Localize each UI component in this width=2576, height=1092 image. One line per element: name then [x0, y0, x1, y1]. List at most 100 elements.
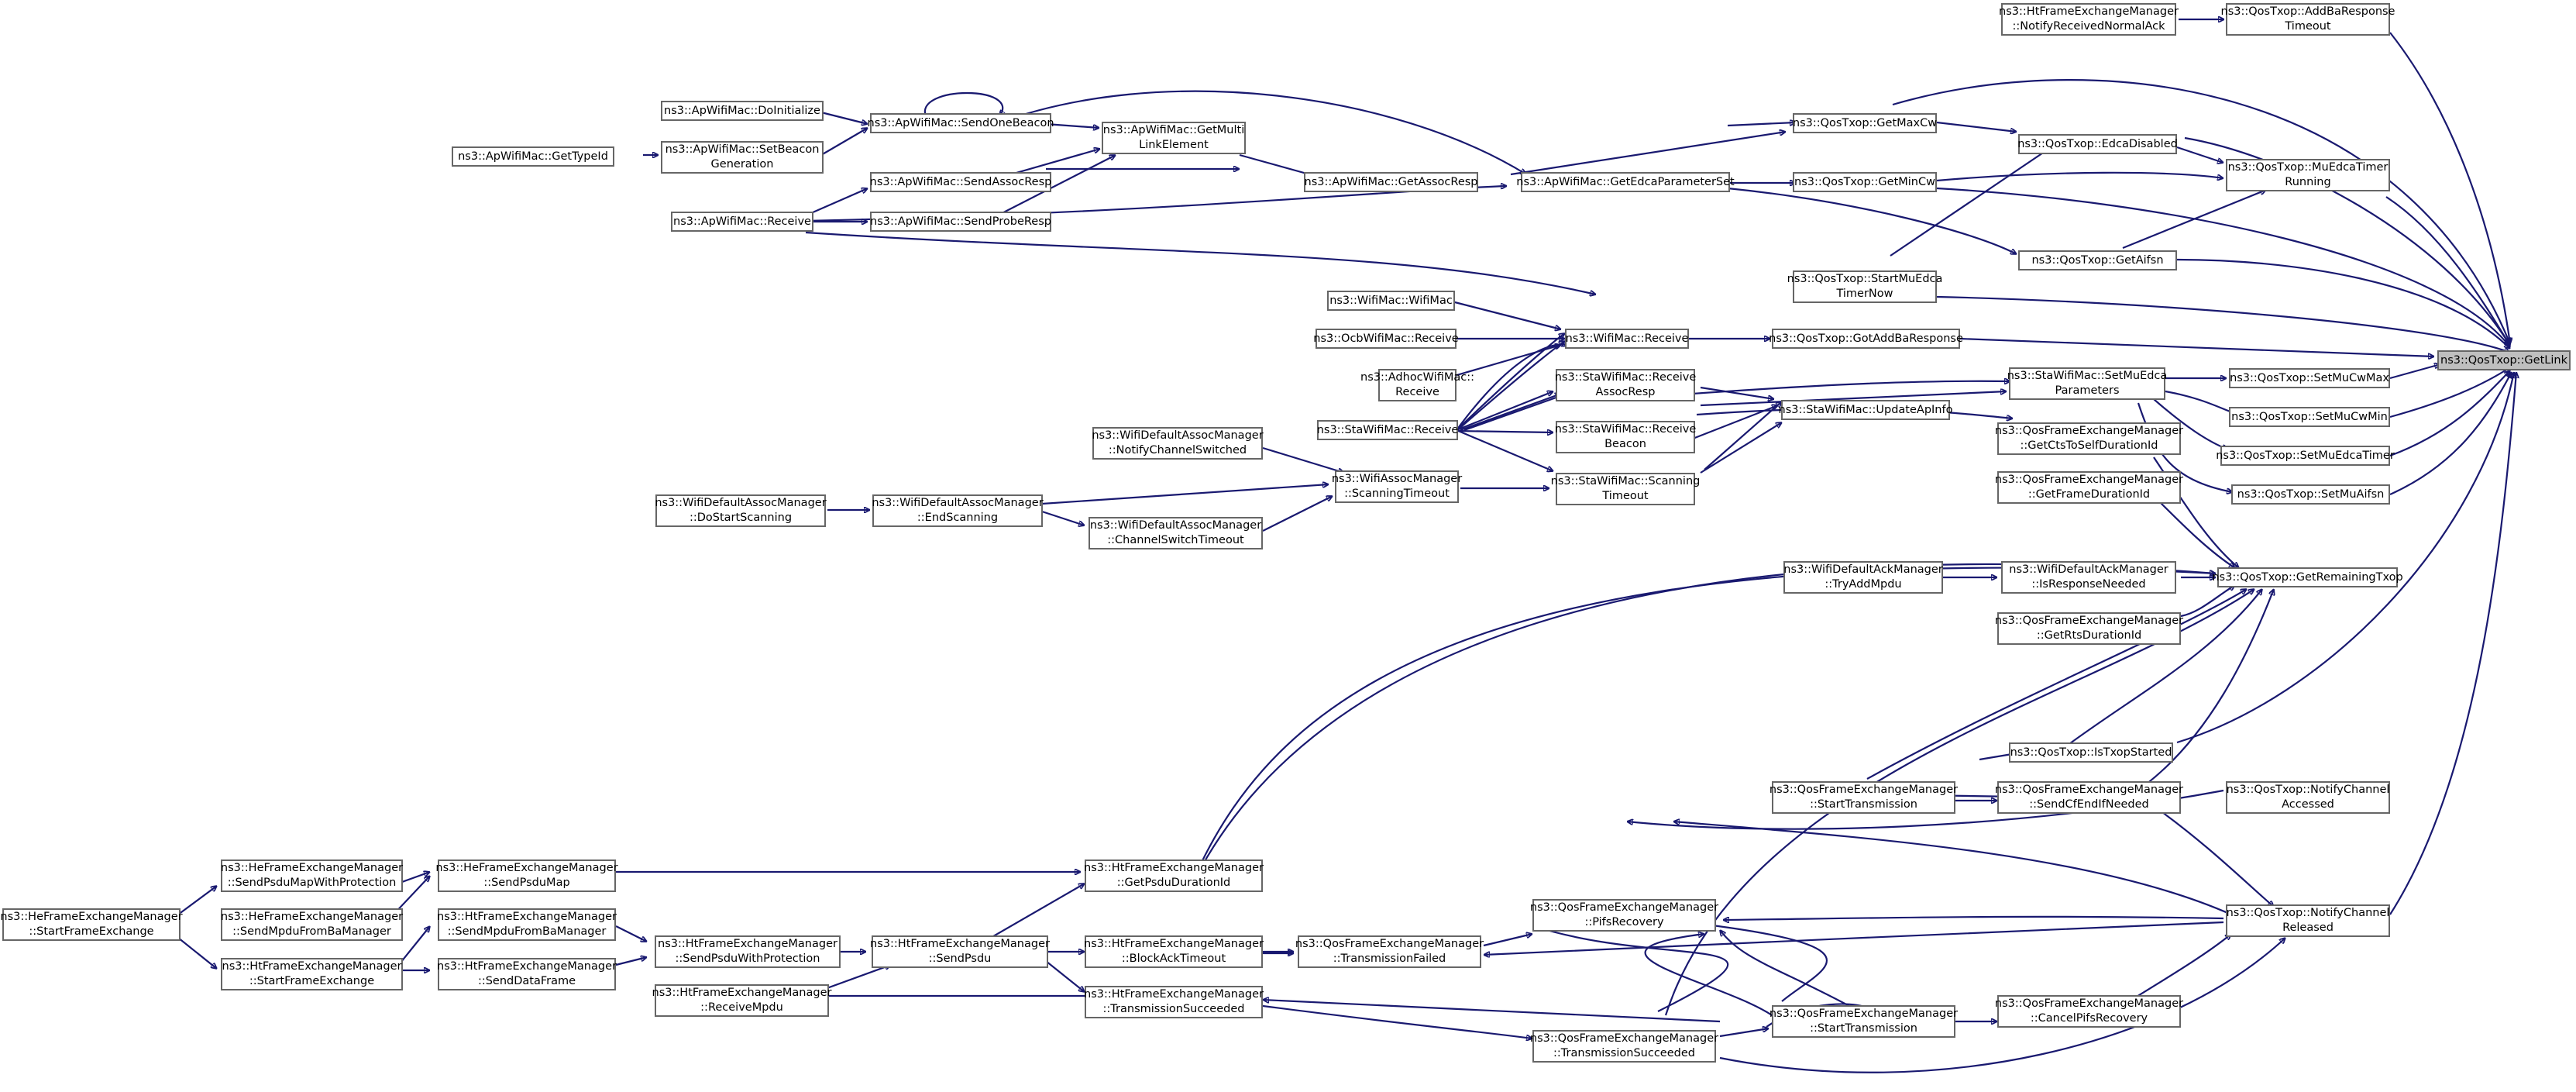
- node-ap-send-assoc-resp[interactable]: ns3::ApWifiMac::SendAssocResp: [870, 172, 1051, 192]
- node-ap-set-beacon-generation[interactable]: ns3::ApWifiMac::SetBeacon Generation: [661, 141, 824, 174]
- node-ap-receive[interactable]: ns3::ApWifiMac::Receive: [671, 212, 813, 232]
- node-qos-transmission-succeeded[interactable]: ns3::QosFrameExchangeManager ::Transmiss…: [1530, 1030, 1718, 1063]
- node-got-add-ba-response[interactable]: ns3::QosTxop::GotAddBaResponse: [1769, 329, 1963, 349]
- node-do-start-scanning[interactable]: ns3::WifiDefaultAssocManager ::DoStartSc…: [655, 494, 827, 527]
- edge: [2176, 372, 2514, 744]
- node-ocb-receive[interactable]: ns3::OcbWifiMac::Receive: [1313, 329, 1459, 349]
- node-ht-receive-mpdu[interactable]: ns3::HtFrameExchangeManager ::ReceiveMpd…: [652, 984, 831, 1017]
- node-get-link[interactable]: ns3::QosTxop::GetLink: [2437, 350, 2571, 370]
- node-channel-switch-timeout[interactable]: ns3::WifiDefaultAssocManager ::ChannelSw…: [1089, 517, 1263, 549]
- edge: [1463, 395, 1563, 432]
- edges-sta-mac: [1456, 333, 2007, 471]
- edge: [2389, 370, 2510, 457]
- edge: [805, 231, 1596, 295]
- node-get-aifsn[interactable]: ns3::QosTxop::GetAifsn: [2018, 250, 2177, 270]
- node-ht-send-mpdu-from-ba-manager[interactable]: ns3::HtFrameExchangeManager ::SendMpduFr…: [437, 908, 617, 941]
- edge: [1045, 122, 1099, 128]
- node-get-rts-duration-id[interactable]: ns3::QosFrameExchangeManager ::GetRtsDur…: [1995, 612, 2183, 645]
- edge: [1534, 926, 1729, 1012]
- node-get-min-cw[interactable]: ns3::QosTxop::GetMinCw: [1793, 172, 1937, 192]
- node-ap-do-initialize[interactable]: ns3::ApWifiMac::DoInitialize: [661, 101, 824, 121]
- node-notify-received-normal-ack[interactable]: ns3::HtFrameExchangeManager ::NotifyRece…: [1999, 3, 2179, 36]
- node-mu-edca-timer-running[interactable]: ns3::QosTxop::MuEdcaTimer Running: [2226, 159, 2390, 191]
- edge: [1483, 934, 1532, 947]
- node-he-send-mpdu-from-ba-manager[interactable]: ns3::HeFrameExchangeManager ::SendMpduFr…: [221, 908, 403, 941]
- node-send-cf-end-if-needed[interactable]: ns3::QosFrameExchangeManager ::SendCfEnd…: [1995, 781, 2183, 814]
- edge: [1727, 187, 2017, 255]
- node-is-txop-started[interactable]: ns3::QosTxop::IsTxopStarted: [2009, 742, 2173, 763]
- node-ht-block-ack-timeout[interactable]: ns3::HtFrameExchangeManager ::BlockAckTi…: [1084, 935, 1264, 968]
- edge: [1673, 921, 1828, 1002]
- edge: [1700, 422, 1782, 474]
- node-sta-receive-assoc-resp[interactable]: ns3::StaWifiMac::Receive AssocResp: [1555, 369, 1696, 401]
- node-set-mu-edca-timer[interactable]: ns3::QosTxop::SetMuEdcaTimer: [2216, 446, 2395, 466]
- node-ap-send-probe-resp[interactable]: ns3::ApWifiMac::SendProbeResp: [870, 212, 1051, 232]
- edge: [1890, 143, 2057, 257]
- node-notify-channel-switched[interactable]: ns3::WifiDefaultAssocManager ::NotifyCha…: [1092, 427, 1264, 460]
- edge: [1936, 171, 2223, 182]
- edge: [1719, 938, 2285, 1073]
- node-notify-channel-accessed[interactable]: ns3::QosTxop::NotifyChannel Accessed: [2226, 781, 2390, 814]
- node-ht-send-psdu-with-protection[interactable]: ns3::HtFrameExchangeManager ::SendPsduWi…: [655, 935, 841, 968]
- node-transmission-failed[interactable]: ns3::QosFrameExchangeManager ::Transmiss…: [1295, 935, 1484, 968]
- node-he-send-psdu-map-with-protection[interactable]: ns3::HeFrameExchangeManager ::SendPsduMa…: [221, 859, 403, 892]
- node-assoc-scanning-timeout[interactable]: ns3::WifiAssocManager ::ScanningTimeout: [1332, 470, 1462, 503]
- node-get-cts-to-self-duration-id[interactable]: ns3::QosFrameExchangeManager ::GetCtsToS…: [1995, 422, 2183, 455]
- edge: [1866, 589, 2247, 780]
- edge: [1448, 345, 1561, 379]
- node-set-mu-cw-min[interactable]: ns3::QosTxop::SetMuCwMin: [2229, 407, 2390, 427]
- edge: [1262, 446, 1344, 473]
- node-is-response-needed[interactable]: ns3::WifiDefaultAckManager ::IsResponseN…: [2001, 561, 2176, 594]
- node-ap-get-multi-link-element[interactable]: ns3::ApWifiMac::GetMulti LinkElement: [1102, 122, 1246, 154]
- node-cancel-pifs-recovery[interactable]: ns3::QosFrameExchangeManager ::CancelPif…: [1995, 995, 2183, 1028]
- edge: [923, 91, 1003, 116]
- node-ht-send-psdu[interactable]: ns3::HtFrameExchangeManager ::SendPsdu: [870, 935, 1050, 968]
- node-pifs-recovery[interactable]: ns3::QosFrameExchangeManager ::PifsRecov…: [1530, 899, 1718, 932]
- edge: [1692, 381, 2010, 395]
- edge: [2389, 364, 2440, 380]
- node-ht-get-psdu-duration-id[interactable]: ns3::HtFrameExchangeManager ::GetPsduDur…: [1084, 859, 1264, 892]
- node-start-mu-edca-timer-now[interactable]: ns3::QosTxop::StartMuEdca TimerNow: [1787, 270, 1942, 303]
- node-sta-update-ap-info[interactable]: ns3::StaWifiMac::UpdateApInfo: [1779, 400, 1952, 420]
- edge: [1704, 401, 1782, 470]
- node-edca-disabled[interactable]: ns3::QosTxop::EdcaDisabled: [2017, 134, 2178, 154]
- edge: [1460, 394, 1561, 432]
- node-he-send-psdu-map[interactable]: ns3::HeFrameExchangeManager ::SendPsduMa…: [435, 859, 618, 892]
- node-try-add-mpdu[interactable]: ns3::WifiDefaultAckManager ::TryAddMpdu: [1783, 561, 1943, 594]
- node-notify-channel-released[interactable]: ns3::QosTxop::NotifyChannel Released: [2226, 904, 2390, 937]
- node-end-scanning[interactable]: ns3::WifiDefaultAssocManager ::EndScanni…: [872, 494, 1044, 527]
- node-adhoc-receive[interactable]: ns3::AdhocWifiMac:: Receive: [1360, 369, 1474, 401]
- node-set-mu-cw-max[interactable]: ns3::QosTxop::SetMuCwMax: [2229, 368, 2390, 388]
- edge: [1892, 79, 2510, 344]
- node-qos-start-transmission-b[interactable]: ns3::QosFrameExchangeManager ::StartTran…: [1769, 1005, 1958, 1038]
- node-wifi-mac-ctor[interactable]: ns3::WifiMac::WifiMac: [1327, 291, 1455, 311]
- node-sta-receive-beacon[interactable]: ns3::StaWifiMac::Receive Beacon: [1555, 421, 1696, 453]
- edge: [1723, 915, 2224, 920]
- edge: [177, 937, 217, 969]
- node-get-frame-duration-id[interactable]: ns3::QosFrameExchangeManager ::GetFrameD…: [1995, 471, 2183, 504]
- edge: [615, 957, 647, 966]
- node-ap-get-assoc-resp[interactable]: ns3::ApWifiMac::GetAssocResp: [1304, 172, 1478, 192]
- node-set-mu-aifsn[interactable]: ns3::QosTxop::SetMuAifsn: [2231, 484, 2390, 505]
- node-get-max-cw[interactable]: ns3::QosTxop::GetMaxCw: [1793, 113, 1937, 133]
- edge: [1700, 391, 2007, 407]
- node-sta-scanning-timeout[interactable]: ns3::StaWifiMac::Scanning Timeout: [1551, 473, 1700, 505]
- node-add-ba-response-timeout[interactable]: ns3::QosTxop::AddBaResponse Timeout: [2221, 3, 2395, 36]
- edge: [1045, 960, 1085, 992]
- node-wifi-mac-receive[interactable]: ns3::WifiMac::Receive: [1565, 329, 1689, 349]
- node-sta-receive[interactable]: ns3::StaWifiMac::Receive: [1317, 420, 1458, 440]
- edge: [2389, 32, 2510, 344]
- edge: [1262, 1004, 1532, 1039]
- node-ht-start-frame-exchange[interactable]: ns3::HtFrameExchangeManager ::StartFrame…: [221, 958, 403, 990]
- edge: [1041, 484, 1329, 505]
- node-ht-transmission-succeeded[interactable]: ns3::HtFrameExchangeManager ::Transmissi…: [1084, 986, 1264, 1018]
- node-get-remaining-txop[interactable]: ns3::QosTxop::GetRemainingTxop: [2212, 567, 2403, 587]
- node-ht-send-data-frame[interactable]: ns3::HtFrameExchangeManager ::SendDataFr…: [437, 958, 617, 990]
- node-sta-set-mu-edca-parameters[interactable]: ns3::StaWifiMac::SetMuEdca Parameters: [2007, 367, 2167, 400]
- node-ap-send-one-beacon[interactable]: ns3::ApWifiMac::SendOneBeacon: [868, 113, 1054, 133]
- node-ap-get-type-id[interactable]: ns3::ApWifiMac::GetTypeId: [452, 146, 614, 167]
- node-ap-get-edca-parameter-set[interactable]: ns3::ApWifiMac::GetEdcaParameterSet: [1516, 172, 1735, 192]
- edge: [1510, 132, 1786, 176]
- node-qos-start-transmission-a[interactable]: ns3::QosFrameExchangeManager ::StartTran…: [1769, 781, 1958, 814]
- node-he-start-frame-exchange[interactable]: ns3::HeFrameExchangeManager ::StartFrame…: [0, 908, 183, 941]
